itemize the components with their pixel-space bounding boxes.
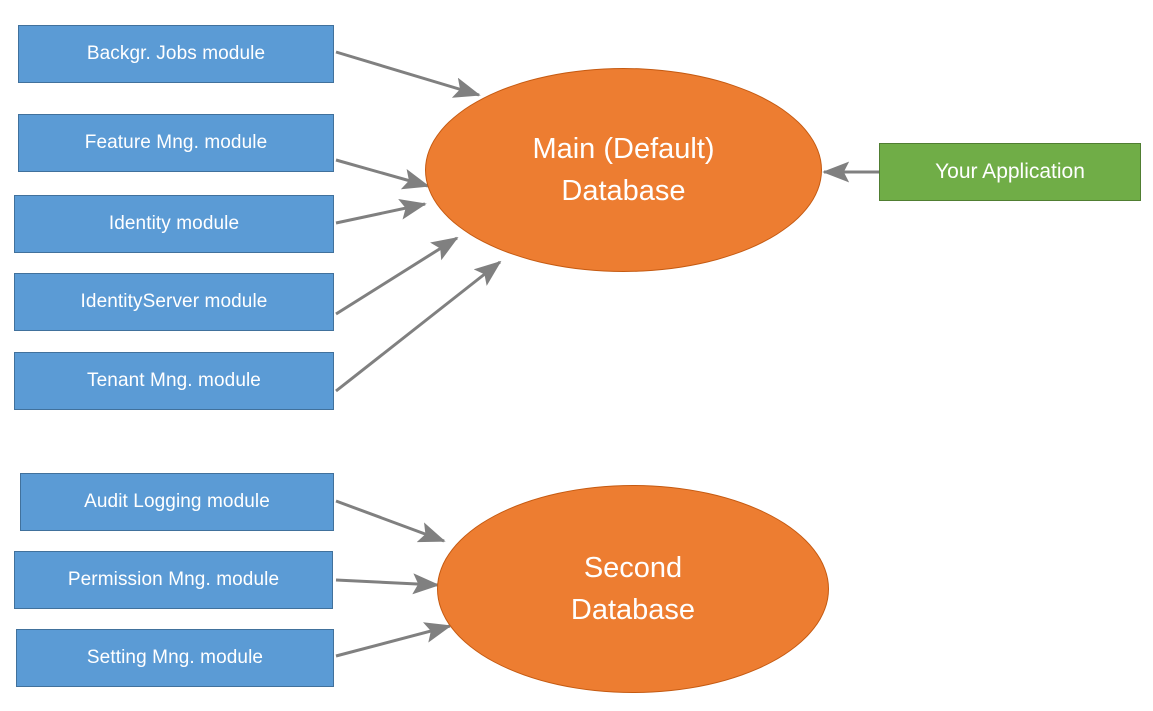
connector-setting-management-to-second-database xyxy=(335,622,452,658)
module-label: Tenant Mng. module xyxy=(87,370,261,392)
application-box-your-application[interactable]: Your Application xyxy=(879,143,1141,201)
module-box-background-jobs[interactable]: Backgr. Jobs module xyxy=(18,25,334,83)
application-label: Your Application xyxy=(935,159,1085,183)
module-label: Permission Mng. module xyxy=(67,569,280,591)
module-box-feature-management[interactable]: Feature Mng. module xyxy=(18,114,334,172)
module-box-setting-management[interactable]: Setting Mng. module xyxy=(16,629,334,687)
module-box-tenant-management[interactable]: Tenant Mng. module xyxy=(14,352,334,410)
connector-background-jobs-to-main-database xyxy=(335,50,481,98)
module-box-permission-management[interactable]: Permission Mng. module xyxy=(14,551,333,609)
module-label: Setting Mng. module xyxy=(86,647,264,669)
module-label: Identity module xyxy=(108,213,240,235)
connector-tenant-management-to-main-database xyxy=(335,260,502,393)
connector-feature-management-to-main-database xyxy=(335,158,430,190)
database-main-default[interactable]: Main (Default) Database xyxy=(425,68,822,272)
module-label: Audit Logging module xyxy=(84,491,270,513)
database-title-line-2: Database xyxy=(561,175,686,207)
module-label: IdentityServer module xyxy=(80,291,268,313)
database-title-line-1: Main (Default) xyxy=(532,132,715,165)
connector-identity-to-main-database xyxy=(335,198,427,225)
module-label: Backgr. Jobs module xyxy=(86,43,266,65)
database-title-line-1: Second xyxy=(583,551,683,584)
connector-audit-logging-to-second-database xyxy=(335,499,446,543)
module-box-audit-logging[interactable]: Audit Logging module xyxy=(20,473,334,531)
connector-permission-management-to-second-database xyxy=(335,573,440,595)
database-second[interactable]: Second Database xyxy=(437,485,829,693)
connector-identityserver-to-main-database xyxy=(335,236,459,316)
database-title-line-2: Database xyxy=(570,594,696,626)
module-box-identityserver[interactable]: IdentityServer module xyxy=(14,273,334,331)
module-box-identity[interactable]: Identity module xyxy=(14,195,334,253)
module-label: Feature Mng. module xyxy=(84,132,268,154)
